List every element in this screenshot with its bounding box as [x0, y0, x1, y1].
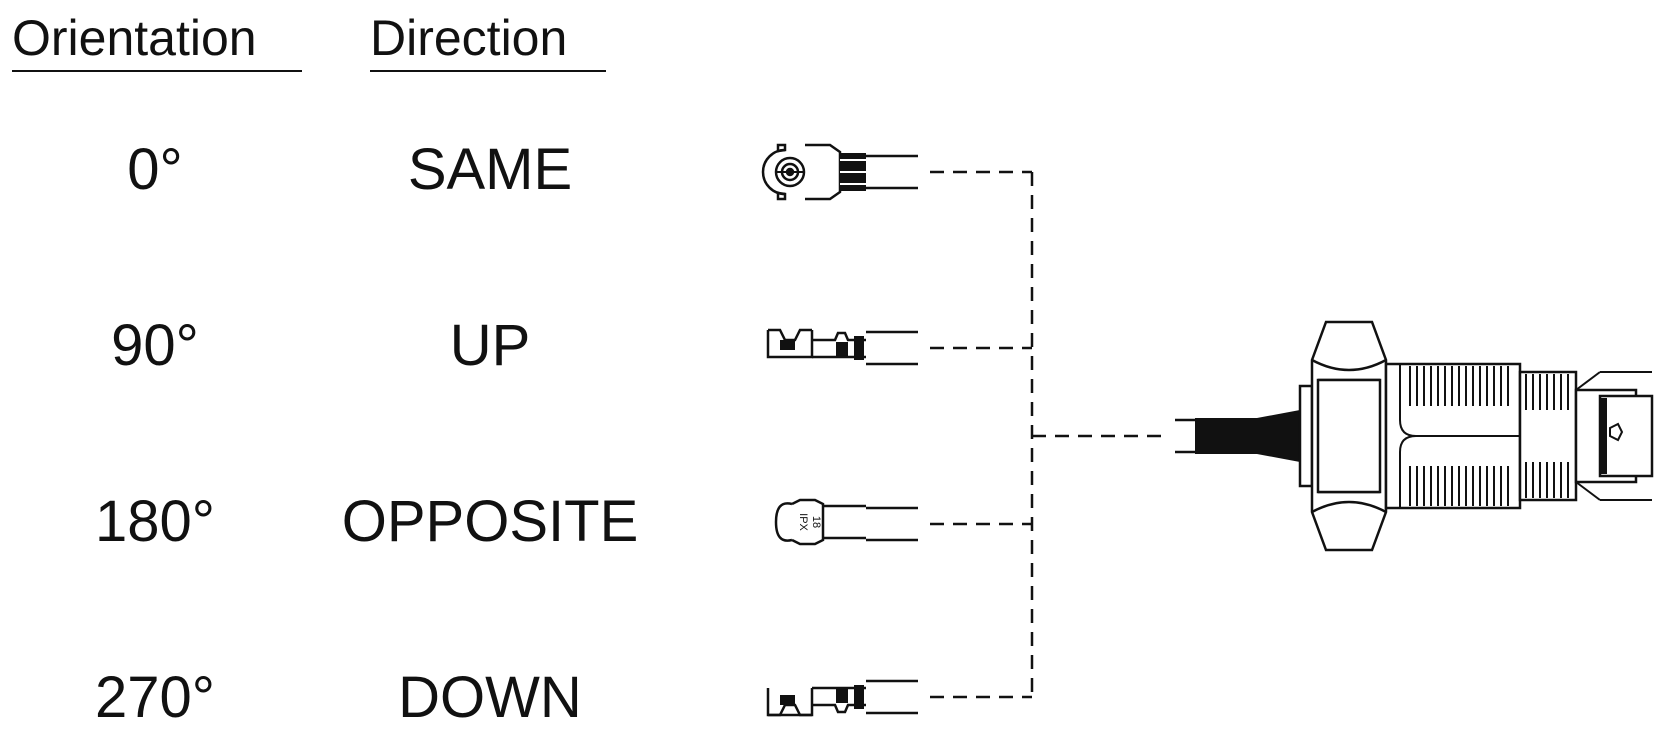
orientation-90: 90°: [111, 313, 199, 378]
connector-up-icon: [766, 328, 918, 366]
thread-lines: [1409, 366, 1509, 506]
direction-opposite: OPPOSITE: [341, 489, 639, 554]
direction-up: UP: [449, 313, 531, 378]
coupling-thread-lines: [1525, 374, 1569, 498]
bulkhead-connector-icon: [1175, 320, 1522, 552]
connector-down-icon: [766, 679, 918, 717]
connector-marking-ipx: IPX: [797, 513, 809, 531]
orientation-0: 0°: [127, 137, 183, 202]
connector-marking-18: 18: [810, 516, 822, 528]
direction-same: SAME: [407, 137, 573, 202]
orientation-180: 180°: [95, 489, 215, 554]
orientation-header: Orientation: [12, 10, 302, 72]
direction-header: Direction: [370, 10, 606, 72]
connection-lines: [930, 170, 1165, 699]
direction-down: DOWN: [398, 665, 582, 730]
orientation-270: 270°: [95, 665, 215, 730]
connector-opposite-icon: [774, 498, 918, 546]
connector-same-icon: [761, 143, 918, 201]
